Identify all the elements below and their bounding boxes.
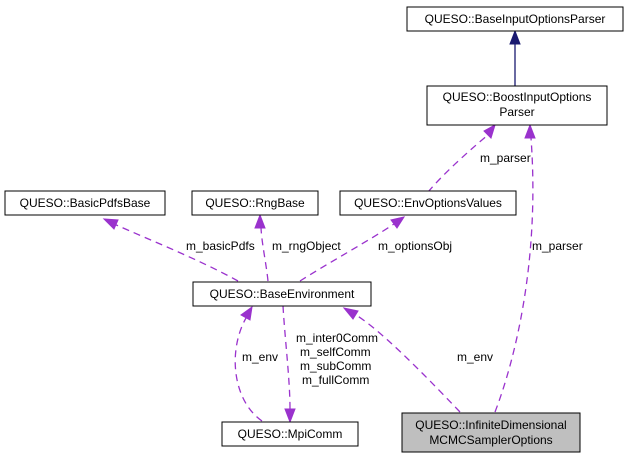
node-base-input-options-parser[interactable]: QUESO::BaseInputOptionsParser xyxy=(406,6,624,32)
edge-comms: m_inter0Comm m_selfComm m_subComm m_full… xyxy=(282,305,378,424)
node-base-environment[interactable]: QUESO::BaseEnvironment xyxy=(192,281,372,307)
edge-label-options-parser: m_parser xyxy=(532,239,583,253)
node-label-line-2: Parser xyxy=(499,105,534,119)
node-label-line-1: QUESO::BoostInputOptions xyxy=(443,90,592,104)
node-mpi-comm[interactable]: QUESO::MpiComm xyxy=(221,421,359,447)
node-label: QUESO::BaseInputOptionsParser xyxy=(425,12,606,26)
edge-label-comm-0: m_inter0Comm xyxy=(296,331,378,345)
node-label-line-1: QUESO::InfiniteDimensional xyxy=(415,418,566,432)
node-label: QUESO::BaseEnvironment xyxy=(210,287,355,301)
edge-label-comm-3: m_fullComm xyxy=(302,373,369,387)
edge-label-options-obj: m_optionsObj xyxy=(378,239,452,253)
edge-label-comm-1: m_selfComm xyxy=(300,345,371,359)
edge-options-parser: m_parser xyxy=(494,123,583,413)
edge-label-env-parser: m_parser xyxy=(480,151,531,165)
edge-label-basic-pdfs: m_basicPdfs xyxy=(186,239,255,253)
node-infinite-dimensional-mcmc-sampler-options[interactable]: QUESO::InfiniteDimensional MCMCSamplerOp… xyxy=(401,412,581,453)
edge-env-options-parser: m_parser xyxy=(427,123,531,193)
edge-label-rng-object: m_rngObject xyxy=(272,239,341,253)
edge-options-obj: m_optionsObj xyxy=(299,216,452,282)
node-env-options-values[interactable]: QUESO::EnvOptionsValues xyxy=(339,190,517,216)
node-label: QUESO::EnvOptionsValues xyxy=(354,196,502,210)
node-rng-base[interactable]: QUESO::RngBase xyxy=(191,190,319,216)
node-basic-pdfs-base[interactable]: QUESO::BasicPdfsBase xyxy=(4,190,166,216)
node-label: QUESO::BasicPdfsBase xyxy=(20,196,151,210)
node-boost-input-options-parser[interactable]: QUESO::BoostInputOptions Parser xyxy=(426,85,608,126)
node-label: QUESO::RngBase xyxy=(205,196,305,210)
edge-rng-object: m_rngObject xyxy=(254,213,341,282)
edge-mpi-env: m_env xyxy=(234,305,278,422)
node-label-line-2: MCMCSamplerOptions xyxy=(429,433,552,447)
edge-options-env: m_env xyxy=(342,307,493,413)
node-label: QUESO::MpiComm xyxy=(238,427,343,441)
edge-label-comm-2: m_subComm xyxy=(300,359,371,373)
edge-basic-pdfs: m_basicPdfs xyxy=(102,218,255,282)
edge-label-options-env: m_env xyxy=(457,350,493,364)
edge-inheritance xyxy=(509,29,521,86)
edge-label-mpi-env: m_env xyxy=(242,350,278,364)
